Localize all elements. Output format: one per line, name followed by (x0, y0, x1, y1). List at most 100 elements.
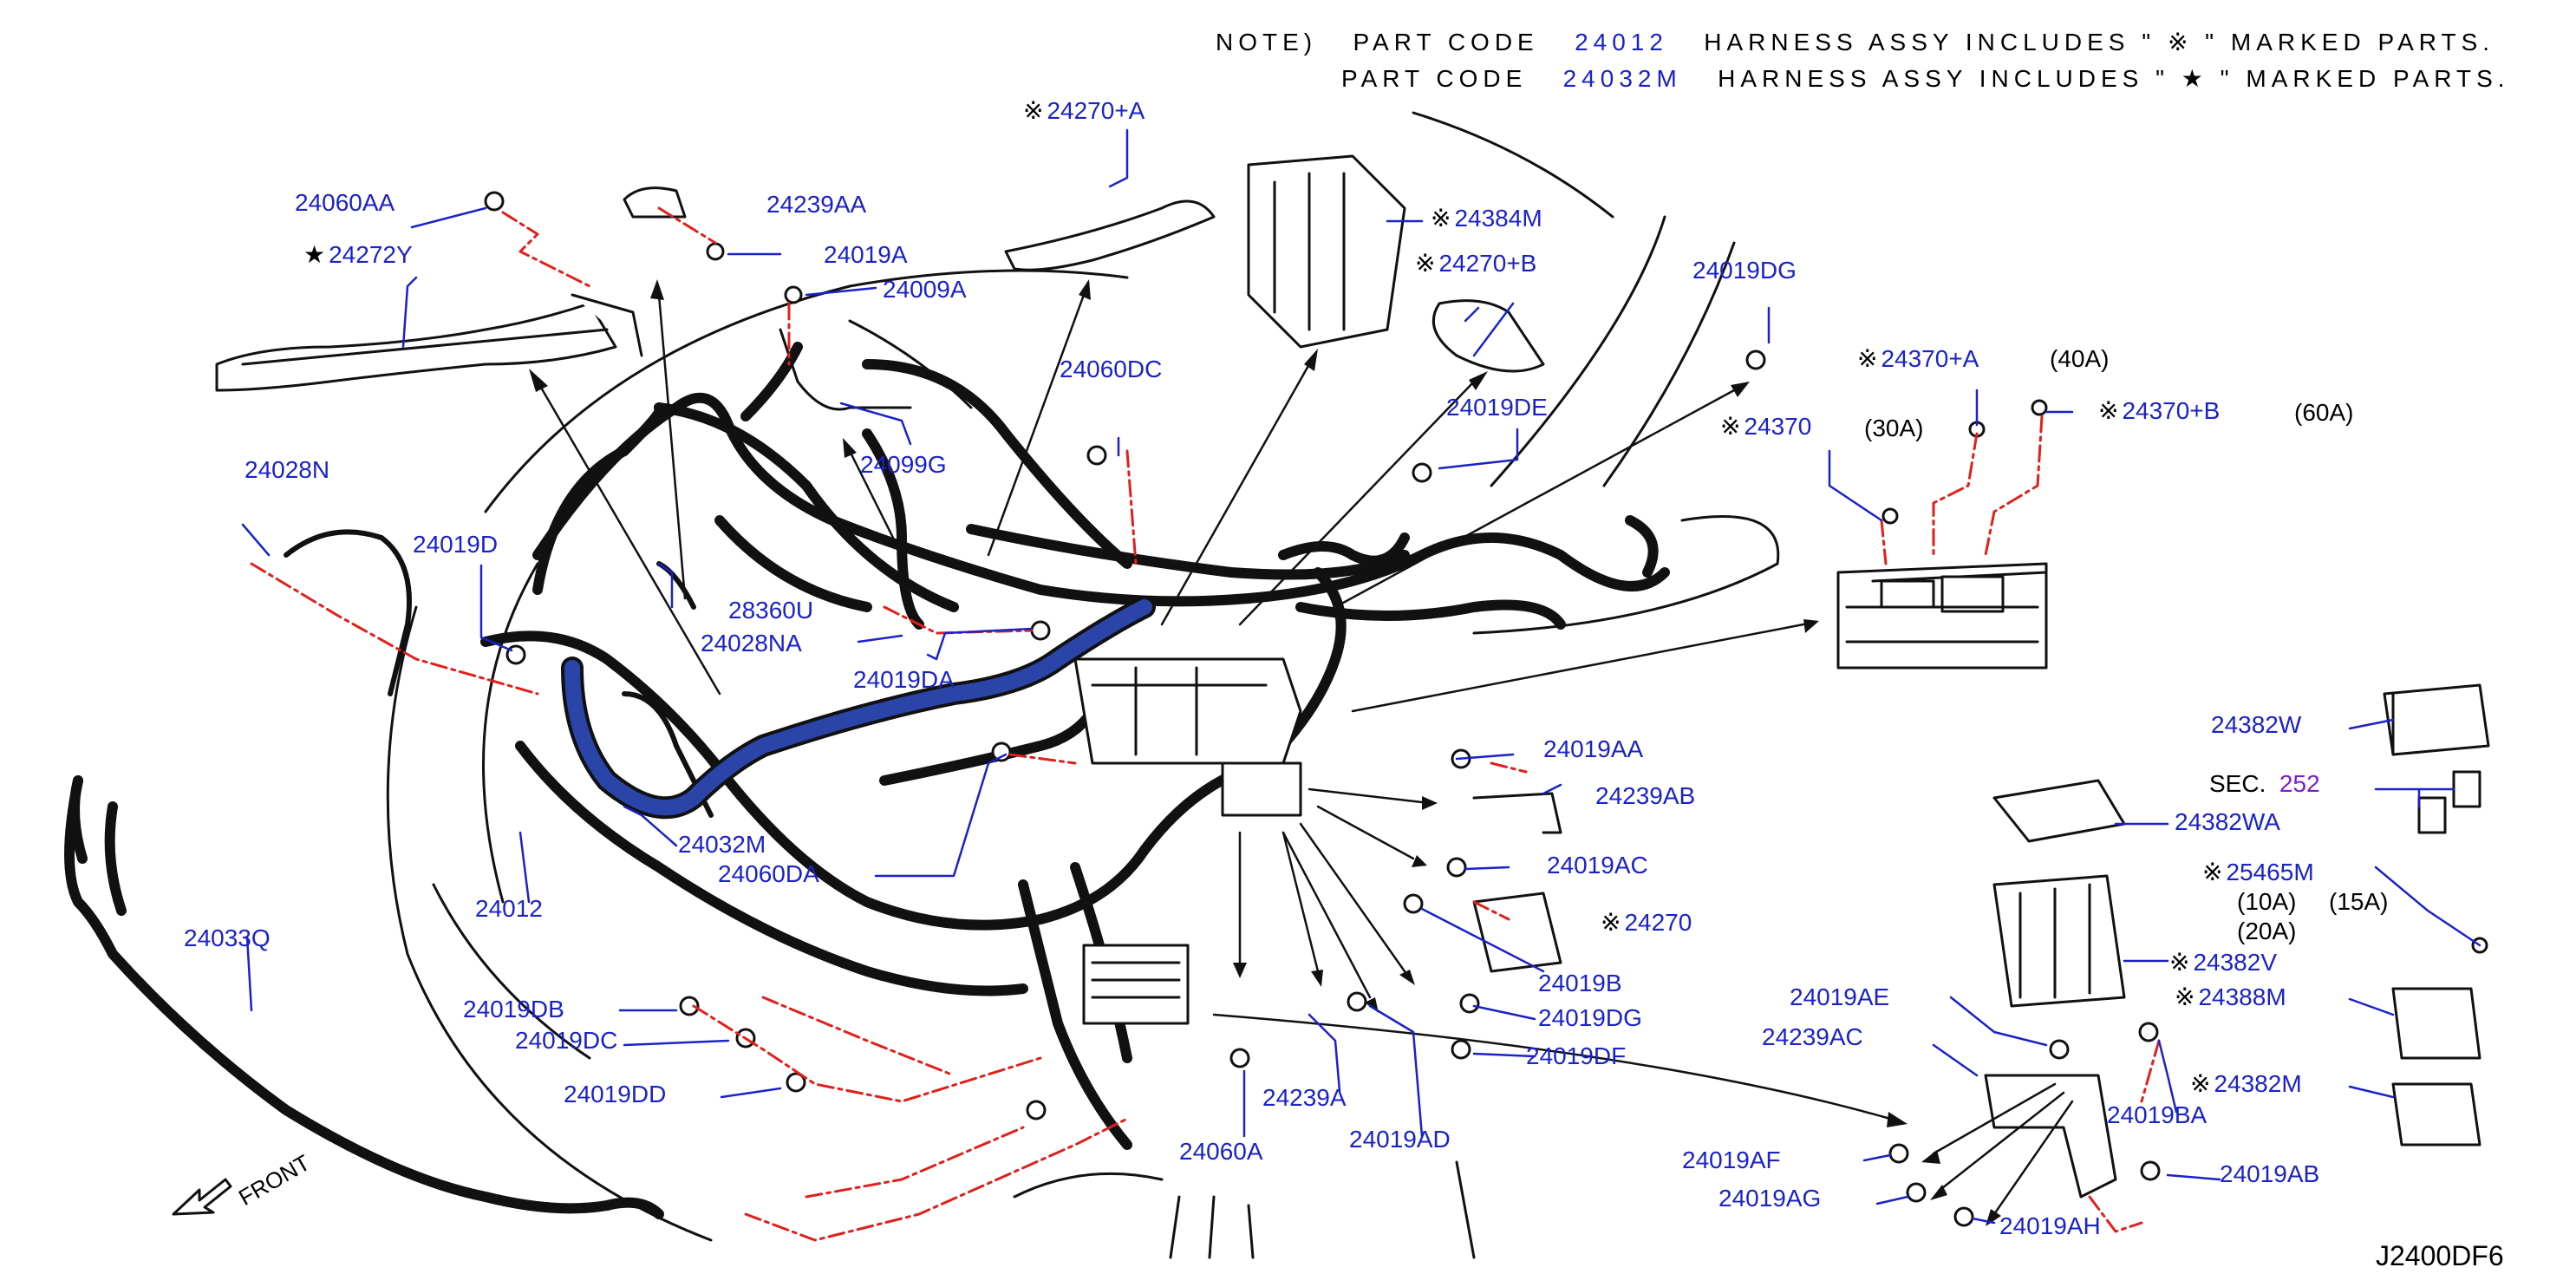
label-24019DC[interactable]: 24019DC (515, 1027, 618, 1054)
label-text: 24370 (1744, 413, 1812, 440)
label-24019B[interactable]: 24019B (1538, 970, 1622, 996)
part-24239AB-bracket (1472, 792, 1562, 834)
note-text: HARNESS ASSY INCLUDES " ※ " MARKED PARTS… (1704, 29, 2495, 56)
rating-30A: (30A) (1864, 415, 1924, 441)
part-24270-bracket (1472, 892, 1562, 973)
label-24019DD[interactable]: 24019DD (564, 1081, 667, 1107)
label-24033Q[interactable]: 24033Q (184, 924, 271, 951)
label-text: 24384M (1454, 205, 1542, 232)
note-text: HARNESS ASSY INCLUDES " ★ " MARKED PARTS… (1718, 65, 2510, 92)
label-25465M[interactable]: ※25465M (2202, 859, 2314, 886)
part-24382V-block (1992, 874, 2126, 1008)
label-24060AA[interactable]: 24060AA (295, 189, 395, 216)
label-24384M[interactable]: ※24384M (1431, 205, 1542, 232)
note-part-label: PART CODE (1353, 29, 1539, 56)
kome-mark-icon: ※ (1431, 205, 1451, 232)
kome-mark-icon: ※ (2098, 397, 2119, 424)
star-mark-icon: ★ (303, 241, 326, 268)
label-24272Y[interactable]: ★24272Y (303, 241, 413, 269)
label-text: 25465M (2226, 859, 2314, 885)
label-24019AD[interactable]: 24019AD (1349, 1126, 1451, 1153)
section-number: 252 (2279, 770, 2320, 797)
label-24012[interactable]: 24012 (475, 895, 543, 922)
part-24382M-connector (2391, 1082, 2481, 1147)
red-leader-lines (250, 206, 2161, 1242)
kome-mark-icon: ※ (2169, 949, 2190, 976)
label-24382M[interactable]: ※24382M (2190, 1070, 2302, 1098)
label-24370A[interactable]: ※24370+A (1857, 345, 1979, 373)
label-24270A[interactable]: ※24270+A (1023, 97, 1145, 125)
label-24019AH[interactable]: 24019AH (1999, 1212, 2101, 1239)
note-part-code: 24012 (1575, 29, 1668, 56)
center-junction-area (1073, 657, 1302, 1025)
part-24382W-cover (2383, 683, 2490, 756)
rating-40A: (40A) (2050, 345, 2110, 372)
label-24019D[interactable]: 24019D (413, 531, 499, 558)
label-24019BA[interactable]: 24019BA (2107, 1101, 2208, 1128)
label-text: 24382V (2193, 949, 2278, 976)
label-24019DB[interactable]: 24019DB (463, 996, 564, 1022)
rating-60A: (60A) (2294, 399, 2354, 426)
label-24019AG[interactable]: 24019AG (1718, 1185, 1822, 1212)
callout-arrows (536, 293, 2074, 1216)
label-24370[interactable]: ※24370 (1720, 413, 1811, 441)
label-24009A[interactable]: 24009A (883, 276, 967, 303)
label-24099G[interactable]: 24099G (860, 451, 947, 478)
label-24019A[interactable]: 24019A (824, 241, 908, 268)
label-24019AC[interactable]: 24019AC (1547, 852, 1648, 879)
label-24019DF[interactable]: 24019DF (1526, 1042, 1627, 1069)
kome-mark-icon: ※ (1601, 909, 1621, 936)
label-text: 24272Y (329, 241, 413, 268)
part-24239AC-bracket (1984, 1074, 2117, 1199)
note-line-2: PART CODE 24032M HARNESS ASSY INCLUDES "… (1341, 64, 2510, 93)
label-24060DA[interactable]: 24060DA (718, 860, 819, 887)
label-24019AF[interactable]: 24019AF (1682, 1147, 1781, 1173)
kome-mark-icon: ※ (2202, 859, 2223, 885)
label-24019AA[interactable]: 24019AA (1543, 735, 1644, 762)
label-24019AB[interactable]: 24019AB (2220, 1160, 2320, 1187)
label-24382WA[interactable]: 24382WA (2175, 808, 2280, 835)
rating-10A: (10A) (2237, 888, 2297, 915)
label-24019AE[interactable]: 24019AE (1790, 983, 1890, 1010)
label-24382W[interactable]: 24382W (2211, 711, 2302, 738)
rating-20A: (20A) (2237, 918, 2297, 944)
label-24019DG-top[interactable]: 24019DG (1692, 257, 1797, 284)
label-24032M[interactable]: 24032M (678, 831, 766, 858)
label-text: 24382M (2214, 1070, 2302, 1097)
kome-mark-icon: ※ (2175, 983, 2195, 1010)
label-24239AA[interactable]: 24239AA (766, 191, 867, 218)
section-ref[interactable]: SEC. 252 (2209, 770, 2320, 798)
label-24060A[interactable]: 24060A (1179, 1138, 1263, 1165)
note-line-1: NOTE) PART CODE 24012 HARNESS ASSY INCLU… (1216, 28, 2494, 56)
part-24270A-protector (1004, 199, 1216, 271)
label-24382V[interactable]: ※24382V (2169, 949, 2277, 977)
label-24270[interactable]: ※24270 (1601, 909, 1692, 937)
arrow-heads (529, 279, 2001, 1226)
label-24270B[interactable]: ※24270+B (1415, 250, 1536, 278)
label-24388M[interactable]: ※24388M (2175, 983, 2286, 1011)
label-24028N[interactable]: 24028N (245, 456, 330, 483)
kome-mark-icon: ※ (1023, 97, 1044, 124)
label-text: 24370+A (1881, 345, 1979, 372)
part-sec252-relay (2417, 770, 2481, 834)
label-text: 24388M (2198, 983, 2286, 1010)
label-24019DE[interactable]: 24019DE (1446, 394, 1548, 421)
front-harness-24033Q (64, 775, 664, 1219)
label-text: 24270 (1624, 909, 1692, 936)
label-24060DC[interactable]: 24060DC (1060, 356, 1163, 382)
label-24019DG-bottom[interactable]: 24019DG (1538, 1004, 1642, 1031)
section-prefix: SEC. (2209, 770, 2266, 797)
label-24019DA[interactable]: 24019DA (853, 666, 955, 693)
label-24239AC[interactable]: 24239AC (1762, 1023, 1863, 1050)
label-24239AB[interactable]: 24239AB (1595, 782, 1696, 809)
label-24239A[interactable]: 24239A (1262, 1084, 1347, 1111)
label-24028NA[interactable]: 24028NA (701, 630, 802, 657)
kome-mark-icon: ※ (1857, 345, 1878, 372)
kome-mark-icon: ※ (1415, 250, 1436, 277)
label-28360U[interactable]: 28360U (728, 597, 814, 624)
note-part-code: 24032M (1562, 65, 1682, 92)
label-24370B[interactable]: ※24370+B (2098, 397, 2220, 425)
main-harness (480, 342, 1670, 1150)
label-text: 24370+B (2122, 397, 2221, 424)
